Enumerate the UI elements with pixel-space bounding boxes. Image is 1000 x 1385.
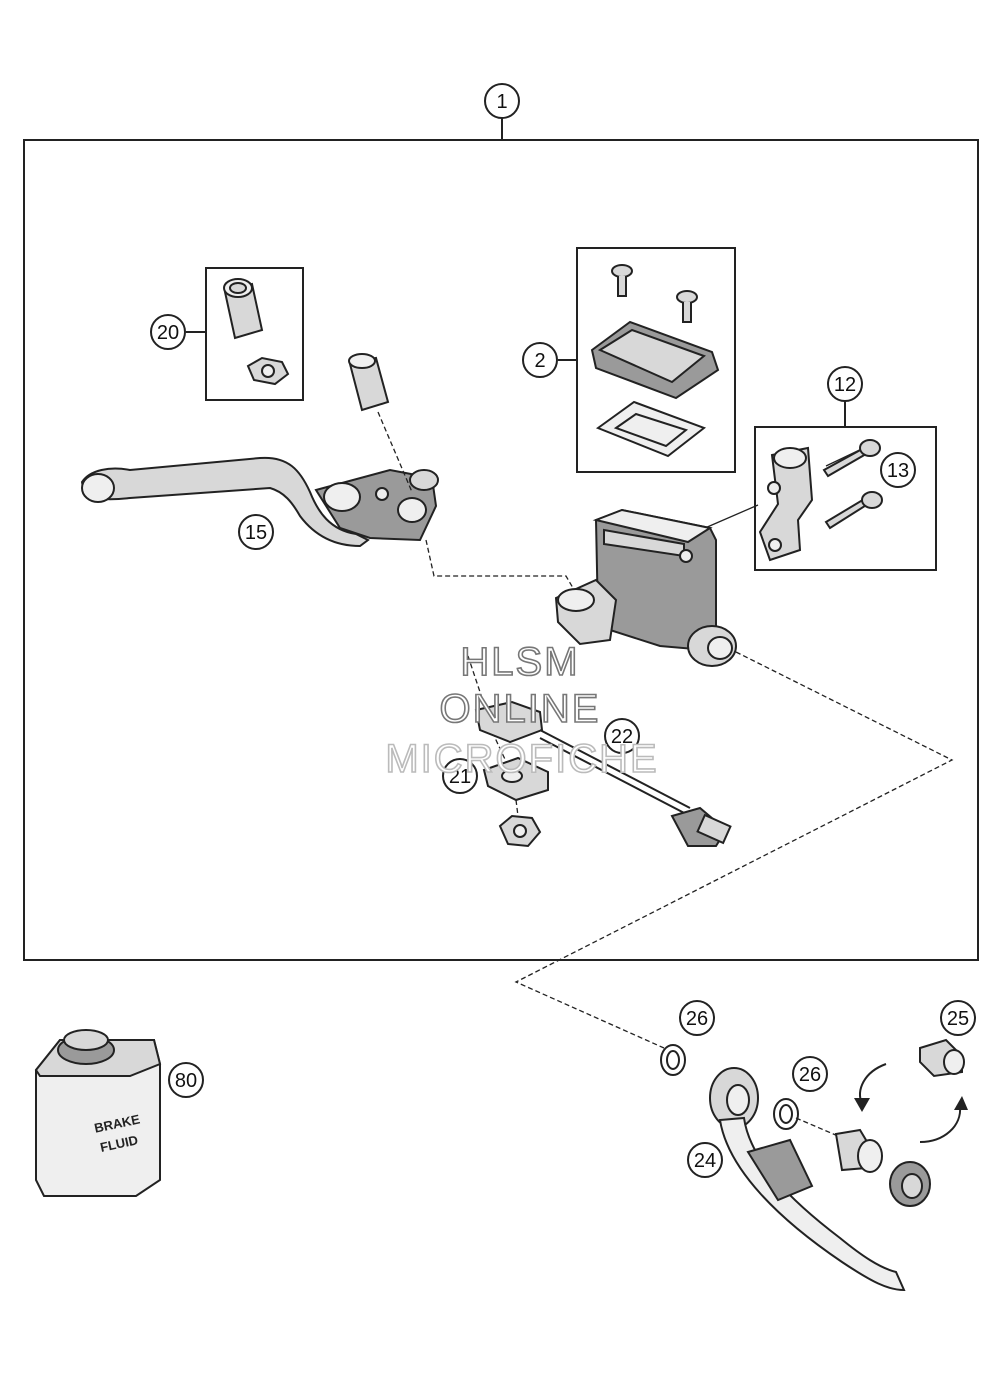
svg-text:26: 26 xyxy=(799,1064,821,1086)
svg-text:22: 22 xyxy=(611,726,633,748)
cover-gasket xyxy=(595,400,707,458)
adjuster-sleeve xyxy=(348,353,390,412)
svg-text:13: 13 xyxy=(887,460,909,482)
brake-hose xyxy=(718,1116,906,1292)
svg-text:21: 21 xyxy=(449,766,471,788)
svg-text:ONLINE: ONLINE xyxy=(440,687,601,731)
routing-line xyxy=(514,651,954,1049)
switch-bracket xyxy=(474,700,549,802)
clamp-bolt-1 xyxy=(822,439,881,478)
assembly-frame xyxy=(23,139,979,961)
callout-22[interactable]: 22 xyxy=(604,718,640,754)
brake-light-switch xyxy=(539,729,732,847)
lock-nut xyxy=(246,356,290,386)
reservoir-cover xyxy=(590,320,720,400)
svg-text:1: 1 xyxy=(496,91,507,113)
clamp xyxy=(758,446,814,562)
svg-text:HLSM: HLSM xyxy=(460,640,579,684)
svg-text:15: 15 xyxy=(245,522,267,544)
bleeder-valve xyxy=(919,1038,965,1078)
bleed-cap xyxy=(889,1161,931,1207)
callout-26a[interactable]: 26 xyxy=(679,1000,715,1036)
banjo-bolt xyxy=(834,1128,883,1173)
clamp-bolt-2 xyxy=(824,491,883,530)
callout-20[interactable]: 20 xyxy=(150,314,186,350)
callout-2[interactable]: 2 xyxy=(522,342,558,378)
watermark: HLSM ONLINE MICROFICHE xyxy=(385,639,658,782)
svg-text:25: 25 xyxy=(947,1008,969,1030)
callout-24[interactable]: 24 xyxy=(687,1142,723,1178)
rotation-arrows xyxy=(854,1063,968,1143)
cover-screw-1 xyxy=(611,264,633,297)
callout-26b[interactable]: 26 xyxy=(792,1056,828,1092)
svg-text:12: 12 xyxy=(834,374,856,396)
sealing-washer-26b xyxy=(773,1098,799,1130)
svg-text:26: 26 xyxy=(686,1008,708,1030)
bushing-sleeve xyxy=(223,278,264,340)
subassembly-box-20 xyxy=(205,267,304,401)
sealing-washer-26a xyxy=(660,1044,686,1076)
svg-text:24: 24 xyxy=(694,1150,716,1172)
callout-1[interactable]: 1 xyxy=(484,83,520,119)
brake-fluid-can: BRAKE FLUID xyxy=(34,1029,162,1197)
cover-screw-2 xyxy=(676,290,698,323)
svg-text:20: 20 xyxy=(157,322,179,344)
callout-15[interactable]: 15 xyxy=(238,514,274,550)
callout-25[interactable]: 25 xyxy=(940,1000,976,1036)
hex-nut-21 xyxy=(498,814,542,848)
brake-lever xyxy=(80,456,439,548)
svg-text:80: 80 xyxy=(175,1070,197,1092)
svg-text:MICROFICHE: MICROFICHE xyxy=(385,737,658,781)
callout-80[interactable]: 80 xyxy=(168,1062,204,1098)
callout-21[interactable]: 21 xyxy=(442,758,478,794)
svg-text:2: 2 xyxy=(534,350,545,372)
master-cylinder xyxy=(554,508,737,667)
callout-13[interactable]: 13 xyxy=(880,452,916,488)
callout-12[interactable]: 12 xyxy=(827,366,863,402)
